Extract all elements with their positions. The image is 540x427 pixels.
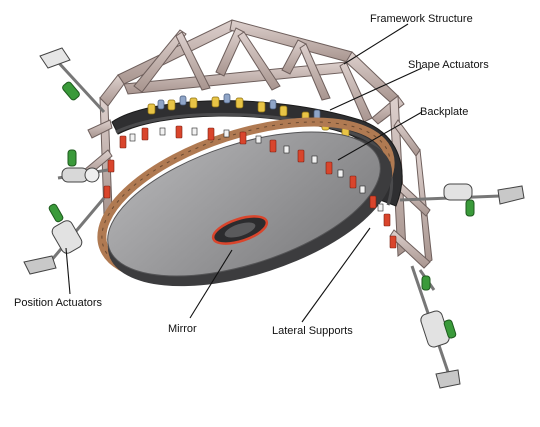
leader-mirror [189,249,233,319]
label-shape-actuators: Shape Actuators [408,59,489,71]
position-actuator-lower-right [410,265,461,389]
leader-lateral-supports [301,227,371,323]
leader-framework [343,23,409,65]
leader-shape-actuators [329,67,423,111]
position-actuator-right-small [418,269,436,291]
position-actuator-upper-left [39,47,106,114]
label-mirror: Mirror [168,323,197,335]
position-actuators [23,47,525,389]
callout-labels: Framework Structure Shape Actuators Back… [14,13,489,337]
label-framework-structure: Framework Structure [370,13,473,25]
callout-leaders [65,23,423,323]
position-actuator-lower-left [23,197,106,275]
lateral-supports [103,125,397,249]
position-actuator-upper-right [399,183,525,217]
framework-structure [83,19,433,269]
leader-position-actuators [65,247,71,295]
rim-clamps [129,127,384,212]
position-actuator-mid-left [57,149,109,183]
mirror [107,131,393,287]
label-backplate: Backplate [420,106,468,118]
mirror-central-hole [211,215,269,245]
leader-backplate [337,111,423,161]
label-lateral-supports: Lateral Supports [272,325,353,337]
label-position-actuators: Position Actuators [14,297,103,309]
